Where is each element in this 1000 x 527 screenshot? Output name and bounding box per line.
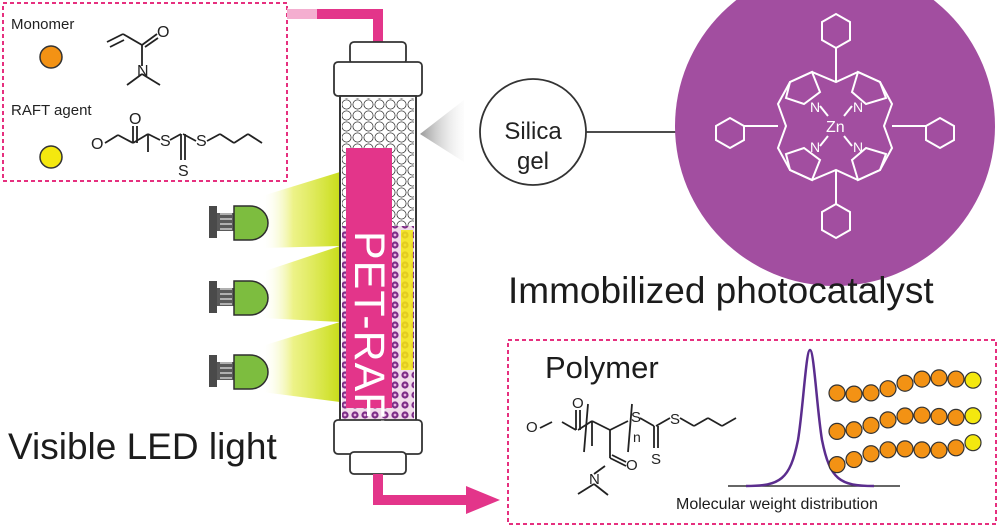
outlet-arrowhead (466, 486, 500, 514)
raft-O-atom-2: O (129, 111, 141, 128)
polymer-O-atom-3: O (626, 457, 638, 474)
raft-agent-label: RAFT agent (11, 102, 92, 119)
silica-gel-label: Silica gel (478, 117, 588, 177)
inlet-flow-arrow (287, 9, 383, 44)
polymer-label: Polymer (545, 350, 659, 385)
monomer-bead (947, 439, 965, 457)
monomer-dot-icon (39, 45, 63, 69)
monomer-bead (845, 385, 863, 403)
monomer-bead (913, 370, 931, 388)
monomer-label: Monomer (11, 16, 75, 33)
monomer-bead (845, 421, 863, 439)
raft-agent-dot-icon (39, 145, 63, 169)
monomer-bead (930, 369, 948, 387)
zn-atom: Zn (826, 119, 845, 136)
photocatalyst-circle (675, 0, 995, 286)
monomer-bead (930, 407, 948, 426)
led-bulb-icon (209, 354, 269, 390)
monomer-N-atom: N (137, 63, 149, 80)
raft-agent-structure (104, 126, 263, 160)
monomer-bead (930, 441, 948, 459)
polymer-S-atom-1: S (631, 409, 641, 426)
monomer-bead (913, 441, 931, 459)
polymer-chains (828, 369, 982, 474)
reagents-box (2, 2, 288, 182)
raft-end-bead (964, 434, 982, 452)
outlet-flow-arrow (373, 474, 470, 505)
monomer-bead (913, 406, 931, 424)
polymer-n-subscript: n (633, 429, 641, 445)
monomer-bead (828, 456, 846, 474)
polymer-O-atom-2: O (572, 395, 584, 412)
polymer-S-atom-3: S (651, 451, 661, 468)
polymer-O-atom-1: O (526, 419, 538, 436)
raft-S-atom-3: S (178, 163, 189, 180)
monomer-bead (879, 411, 897, 429)
monomer-bead (828, 422, 846, 440)
raft-end-bead (964, 371, 982, 389)
silica-gel-line1: Silica (504, 118, 562, 145)
petraft-banner (346, 148, 392, 408)
raft-O-atom-1: O (91, 136, 103, 153)
polymer-structure (539, 403, 737, 496)
silica-gel-line2: gel (516, 148, 550, 175)
led-bulb-icon (209, 280, 269, 316)
n-atom-3: N (810, 139, 820, 155)
led-bulb-icon (209, 205, 269, 241)
n-atom-2: N (853, 99, 863, 115)
monomer-bead (896, 440, 914, 458)
monomer-bead (879, 441, 897, 459)
monomer-bead (896, 407, 914, 425)
monomer-structure (106, 33, 161, 86)
monomer-O-atom: O (157, 24, 169, 41)
monomer-bead (862, 416, 880, 434)
monomer-bead (828, 384, 846, 402)
znTPP-structure (715, 12, 955, 240)
polymer-N-atom: N (589, 471, 600, 488)
raft-end-bead (964, 407, 982, 425)
mwd-label: Molecular weight distribution (676, 496, 878, 513)
zoom-cone (420, 100, 464, 162)
n-atom-1: N (810, 99, 820, 115)
visible-led-light-label: Visible LED light (8, 426, 277, 467)
monomer-bead (862, 384, 880, 402)
monomer-bead (947, 408, 965, 427)
polymer-S-atom-2: S (670, 411, 680, 428)
raft-S-atom-2: S (196, 133, 207, 150)
monomer-bead (862, 445, 880, 463)
monomer-bead (896, 374, 914, 392)
n-atom-4: N (853, 139, 863, 155)
light-beams (262, 172, 340, 402)
raft-S-atom-1: S (160, 133, 171, 150)
monomer-bead (947, 370, 965, 388)
monomer-bead (879, 380, 897, 398)
monomer-bead (845, 450, 863, 469)
immobilized-photocatalyst-label: Immobilized photocatalyst (508, 270, 934, 311)
petraft-label: PET-RAFT (345, 231, 393, 447)
